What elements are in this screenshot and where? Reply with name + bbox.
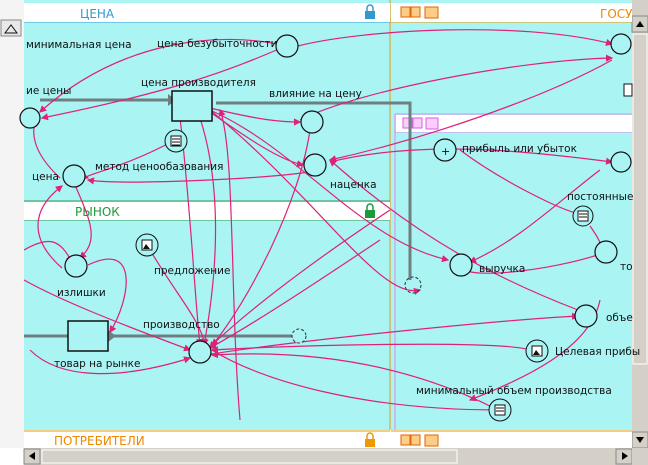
cloud-icon xyxy=(291,276,422,344)
label-supply: предложение xyxy=(154,265,230,277)
sector-gov-header[interactable] xyxy=(391,3,632,22)
sector-market-header[interactable] xyxy=(24,202,390,220)
sector-market-title: РЫНОК xyxy=(75,205,120,219)
arrow-up-icon xyxy=(636,21,644,27)
scroll-thumb[interactable] xyxy=(632,33,648,365)
label-markup: наценка xyxy=(330,179,377,191)
converter-revenue xyxy=(449,253,473,277)
calculator-icon[interactable] xyxy=(488,398,512,422)
label-target-profit: Целевая прибы xyxy=(555,346,640,358)
converter-price xyxy=(62,164,86,188)
arrow-right-icon xyxy=(622,452,628,460)
sector-consumers-title: ПОТРЕБИТЕЛИ xyxy=(54,434,145,448)
label-total: то xyxy=(620,261,633,273)
sector-buttons-icon[interactable] xyxy=(400,434,439,447)
converter-production xyxy=(188,340,212,364)
label-surplus: излишки xyxy=(57,287,106,299)
hscroll-thumb[interactable] xyxy=(41,449,458,464)
size-grip[interactable] xyxy=(632,448,648,465)
sector-profit-header[interactable] xyxy=(396,115,632,132)
label-revenue: выручка xyxy=(479,263,525,275)
converter-price-influence xyxy=(300,110,324,134)
flow-pipes xyxy=(24,98,412,338)
converter-markup xyxy=(303,153,327,177)
zoom-up-button[interactable] xyxy=(0,19,22,37)
plus-icon: + xyxy=(441,145,450,158)
label-min-volume: минимальный объем производства xyxy=(416,385,612,397)
converter-profit-loss xyxy=(433,138,457,162)
label-breakeven-price: цена безубыточности xyxy=(157,38,278,50)
sector-price-title: ЦЕНА xyxy=(80,7,115,21)
calculator-icon[interactable] xyxy=(164,129,188,153)
label-goods-market: товар на рынке xyxy=(54,358,140,370)
converter-surplus xyxy=(64,254,88,278)
label-min-price: минимальная цена xyxy=(26,39,132,51)
triangle-up-icon xyxy=(4,24,18,34)
converter-total xyxy=(594,240,618,264)
converter-volume xyxy=(574,304,598,328)
sector-consumers-header[interactable] xyxy=(24,431,390,448)
label-producer-price: цена производителя xyxy=(141,77,256,89)
converter-price-change xyxy=(19,107,41,129)
stock-producer-price[interactable] xyxy=(171,90,213,122)
sector-buttons-icon[interactable] xyxy=(402,117,439,130)
label-fixed: постоянные xyxy=(567,191,633,203)
image-icon[interactable] xyxy=(525,339,549,363)
image-icon[interactable] xyxy=(135,233,159,257)
converters[interactable] xyxy=(19,33,632,364)
converter-right-mid xyxy=(610,151,632,173)
sector-gov-title: ГОСУ xyxy=(600,7,633,21)
label-price-change: ие цены xyxy=(26,85,71,97)
lock-icon xyxy=(365,4,375,19)
lock-icon xyxy=(365,203,375,218)
label-volume: объе xyxy=(606,312,633,324)
converter-breakeven-price xyxy=(275,34,299,58)
label-price: цена xyxy=(32,171,59,183)
calculator-icon[interactable] xyxy=(572,205,594,227)
label-production: производство xyxy=(143,319,220,331)
label-pricing-method: метод ценообазования xyxy=(95,161,223,173)
label-price-influence: влияние на цену xyxy=(269,88,362,100)
sector-buttons-icon[interactable] xyxy=(400,6,439,19)
arrow-left-icon xyxy=(29,452,35,460)
stock-goods-market[interactable] xyxy=(67,320,109,352)
node-labels: минимальная цена цена безубыточности ие … xyxy=(26,38,640,397)
converter-right-top xyxy=(610,33,632,55)
sector-price-header[interactable] xyxy=(24,3,390,22)
image-icon[interactable] xyxy=(623,83,633,97)
sector-header-right-bottom[interactable] xyxy=(391,431,632,448)
arrow-down-icon xyxy=(636,437,644,443)
lock-icon xyxy=(365,432,375,447)
label-profit-loss: прибыль или убыток xyxy=(462,143,577,155)
left-toolbar xyxy=(0,0,24,448)
